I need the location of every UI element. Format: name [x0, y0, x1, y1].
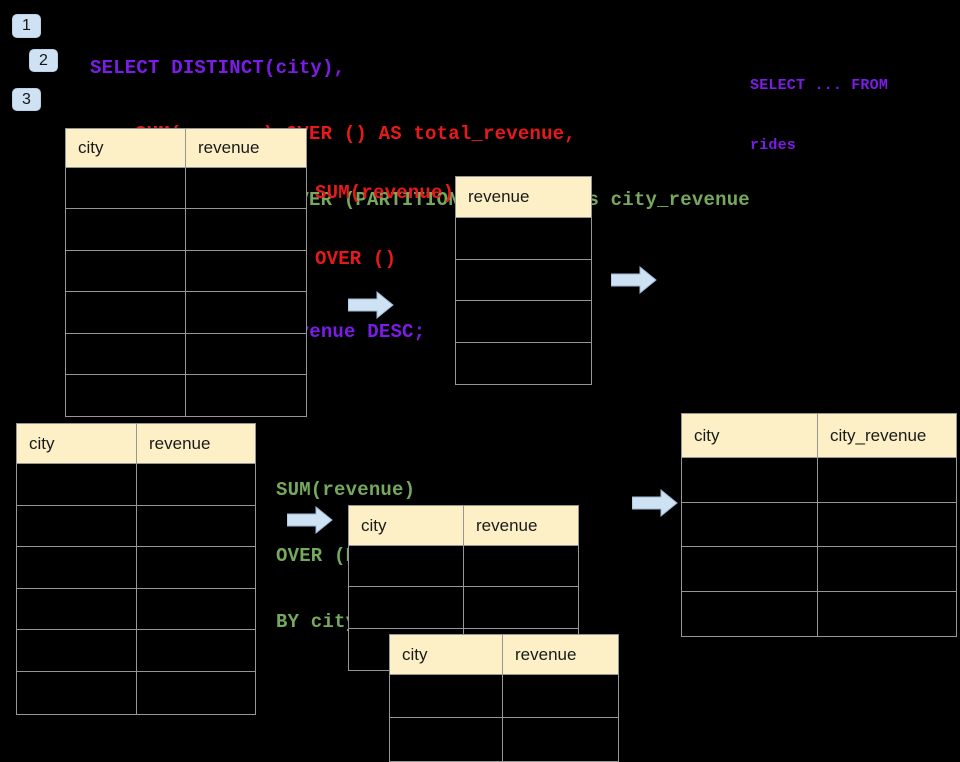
table-header-cell: city — [349, 506, 464, 546]
table-cell — [186, 374, 306, 417]
side-note-line-2: rides — [750, 137, 797, 154]
table-cell — [464, 587, 578, 629]
table-cell — [818, 591, 956, 636]
table-cell — [456, 259, 591, 301]
table-cell — [456, 342, 591, 384]
annotation-partition-line-1: SUM(revenue) — [276, 479, 416, 501]
side-note-select-from-rides: SELECT ... FROM rides — [750, 36, 888, 176]
table-header-cell: revenue — [456, 177, 591, 218]
table-cell — [456, 218, 591, 260]
table-cell — [503, 675, 618, 718]
step-badge-1: 1 — [12, 14, 41, 38]
table-cell — [818, 547, 956, 592]
table-header-cell: revenue — [464, 506, 578, 546]
side-note-line-1: SELECT ... FROM — [750, 77, 889, 94]
table-cell — [682, 458, 818, 503]
table-cell — [17, 505, 137, 548]
step-badge-2: 2 — [29, 49, 58, 72]
table-cell — [17, 630, 137, 672]
table-cell — [349, 587, 464, 629]
table-cell — [682, 547, 818, 592]
annotation-sum-over-all: SUM(revenue) OVER () — [315, 138, 454, 292]
table-cell — [464, 546, 578, 588]
table-cell — [137, 588, 255, 631]
table-cell — [456, 301, 591, 343]
table-cell — [818, 502, 956, 547]
flow-arrow-right-icon — [611, 266, 657, 294]
table-cell — [137, 630, 255, 672]
table-cell — [137, 547, 255, 589]
table-cell — [17, 588, 137, 631]
table-cell — [818, 458, 956, 503]
table-cell — [186, 209, 306, 251]
sql-line-select: SELECT DISTINCT(city), — [90, 57, 346, 79]
table-header-cell: revenue — [137, 424, 255, 464]
step-badge-3: 3 — [12, 88, 41, 111]
table-cell — [137, 464, 255, 506]
table-cell — [186, 292, 306, 334]
table-header-cell: revenue — [186, 129, 306, 168]
table-header-cell: city — [66, 129, 186, 168]
annotation-total-line-1: SUM(revenue) — [315, 182, 455, 204]
table-cell — [137, 505, 255, 548]
table-cell — [17, 671, 137, 714]
table-cell — [390, 718, 503, 761]
table-cell — [17, 464, 137, 506]
table-cell — [66, 250, 186, 293]
table-cell — [682, 591, 818, 636]
table-cell — [137, 671, 255, 714]
table-cell — [66, 168, 186, 210]
table-header-cell: city_revenue — [818, 414, 956, 458]
table-cell — [186, 333, 306, 375]
annotation-total-line-2: OVER () — [315, 248, 397, 270]
table-cell — [682, 502, 818, 547]
table-cell — [349, 546, 464, 588]
table-cell — [66, 333, 186, 375]
table-cell — [66, 374, 186, 417]
flow-arrow-right-icon — [348, 291, 394, 319]
table-header-cell: city — [17, 424, 137, 464]
flow-arrow-right-icon — [632, 489, 678, 517]
table-cell — [390, 675, 503, 718]
table-revenue-column: revenue — [455, 176, 592, 385]
table-cell — [66, 209, 186, 251]
table-cell — [17, 547, 137, 589]
table-cell — [66, 292, 186, 334]
table-cell — [503, 718, 618, 761]
table-cell — [186, 250, 306, 293]
table-cell — [186, 168, 306, 210]
flow-arrow-right-icon — [287, 506, 333, 534]
table-header-cell: city — [682, 414, 818, 458]
table-header-cell: city — [390, 635, 503, 675]
table-header-cell: revenue — [503, 635, 618, 675]
